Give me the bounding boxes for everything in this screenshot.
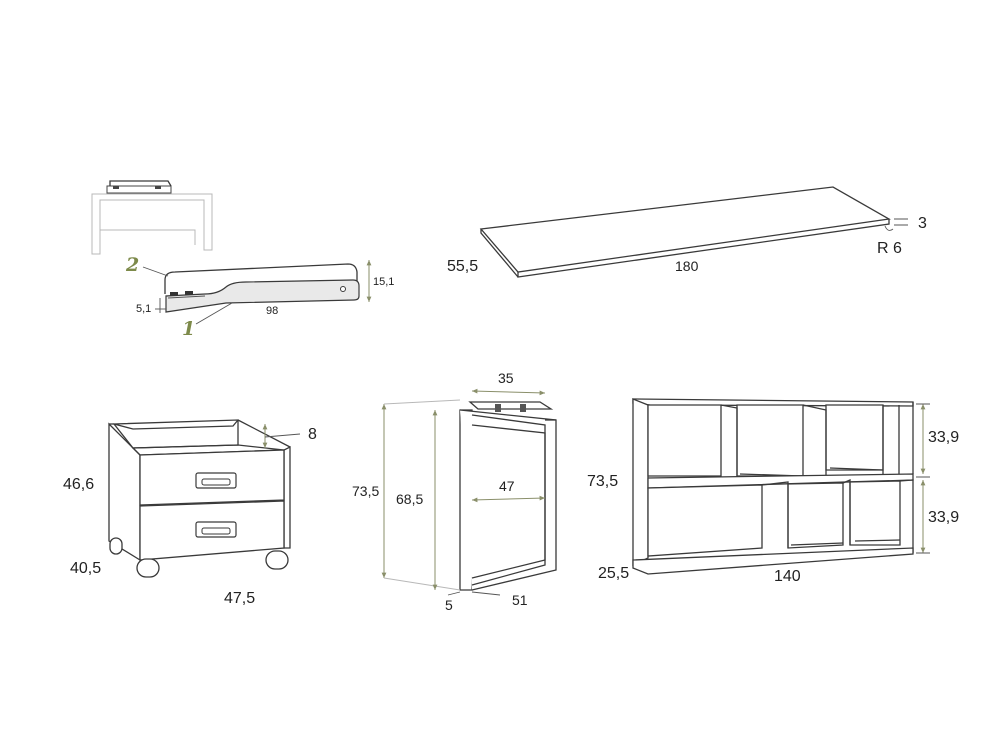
shelf-width-label: 140 — [774, 568, 801, 585]
callout-1: 1 — [182, 318, 196, 340]
desk-module-height-label: 15,1 — [373, 276, 395, 288]
desk-thumbnail — [91, 180, 213, 255]
desk-module-width-label: 98 — [266, 305, 279, 317]
shelf-lower-compartment-label: 33,9 — [928, 509, 960, 526]
leg-profile-label: 5 — [445, 597, 453, 613]
desk-module-depth-label: 5,1 — [136, 303, 152, 315]
leg-inner-width-label: 47 — [499, 478, 515, 494]
desk-module-drawing — [142, 260, 372, 325]
shelf-unit-drawing — [632, 398, 930, 575]
drawer-unit-drawing — [108, 419, 301, 578]
leg-top-width-label: 35 — [498, 370, 514, 386]
drawer-rim-label: 8 — [308, 426, 317, 443]
tabletop-depth-label: 55,5 — [447, 258, 479, 275]
leg-depth-label: 51 — [512, 592, 528, 608]
shelf-height-label: 73,5 — [587, 473, 619, 490]
drawer-depth-label: 40,5 — [70, 560, 102, 577]
tabletop-width-label: 180 — [675, 258, 699, 274]
leg-frame-drawing — [381, 388, 557, 596]
tabletop-radius-label: R 6 — [877, 240, 902, 257]
drawer-height-label: 46,6 — [63, 476, 95, 493]
tabletop-thickness-label: 3 — [918, 215, 927, 232]
callout-2: 2 — [126, 254, 140, 276]
shelf-upper-compartment-label: 33,9 — [928, 429, 960, 446]
leg-total-height-label: 73,5 — [352, 483, 380, 499]
tabletop-drawing — [479, 186, 908, 278]
leg-inner-height-label: 68,5 — [396, 491, 424, 507]
shelf-depth-label: 25,5 — [598, 565, 630, 582]
drawer-width-label: 47,5 — [224, 590, 256, 607]
